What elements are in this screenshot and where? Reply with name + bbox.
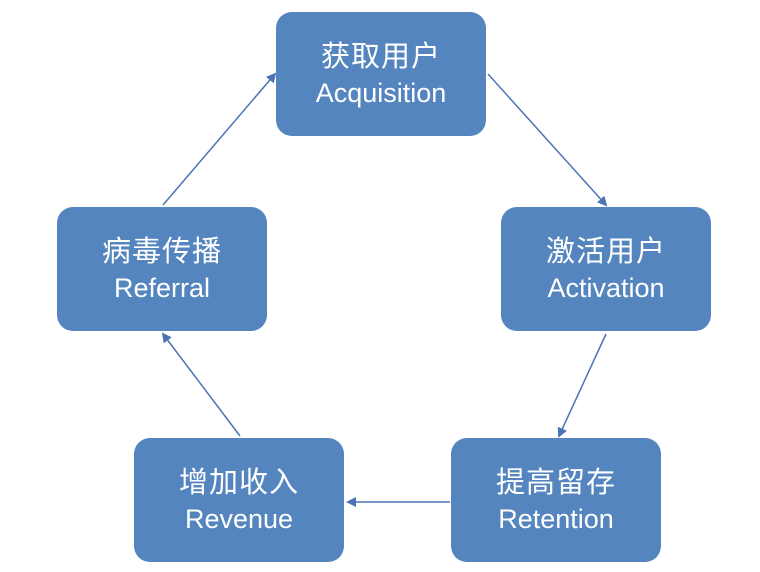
node-revenue: 增加收入 Revenue [134, 438, 344, 562]
node-activation-cn-label: 激活用户 [545, 234, 666, 268]
arrow-referral-to-acquisition [162, 72, 277, 206]
node-activation: 激活用户 Activation [501, 207, 711, 331]
arrow-revenue-to-referral [161, 332, 241, 437]
arrow-activation-to-retention [557, 333, 607, 438]
node-activation-en-label: Activation [547, 273, 665, 303]
node-referral-cn-label: 病毒传播 [101, 234, 222, 268]
node-referral: 病毒传播 Referral [57, 207, 267, 331]
node-retention-cn-label: 提高留存 [495, 465, 616, 499]
node-revenue-en-label: Revenue [184, 504, 294, 534]
node-acquisition: 获取用户 Acquisition [276, 12, 486, 136]
node-retention: 提高留存 Retention [451, 438, 661, 562]
node-acquisition-en-label: Acquisition [315, 78, 447, 108]
node-retention-en-label: Retention [498, 504, 614, 534]
node-referral-en-label: Referral [113, 273, 211, 303]
node-revenue-cn-label: 增加收入 [178, 465, 299, 499]
node-acquisition-cn-label: 获取用户 [320, 39, 441, 73]
arrow-acquisition-to-activation [487, 73, 608, 207]
